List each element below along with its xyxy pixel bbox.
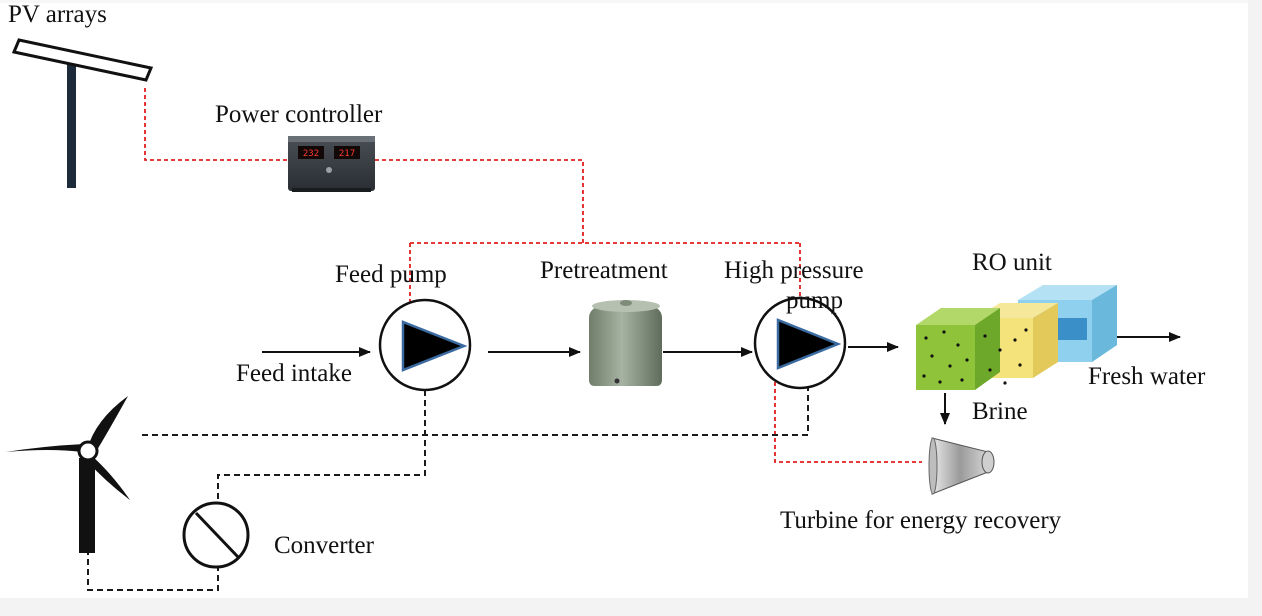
top-edge xyxy=(0,0,1262,3)
high-pressure-label: High pressure xyxy=(724,257,864,284)
signal-wiring xyxy=(87,380,809,591)
feed-intake-label: Feed intake xyxy=(236,360,352,387)
high-pressure-pump-icon xyxy=(753,296,847,390)
turbine-label: Turbine for energy recovery xyxy=(780,507,1062,534)
power-controller-label: Power controller xyxy=(215,101,383,128)
controller-display-right: 217 xyxy=(339,149,355,159)
pretreatment-label: Pretreatment xyxy=(540,257,668,284)
feed-pump-icon xyxy=(378,298,472,392)
controller-display-left: 232 xyxy=(303,149,319,159)
pv-panel-icon xyxy=(11,38,154,188)
converter-label: Converter xyxy=(274,532,374,559)
ro-unit-label: RO unit xyxy=(972,249,1052,276)
ro-unit-icon xyxy=(916,285,1117,390)
bottom-edge xyxy=(0,598,1262,616)
flow-arrows xyxy=(262,332,1181,425)
pretreatment-tank-icon xyxy=(589,300,662,386)
pump-label: pump xyxy=(786,287,843,314)
power-controller-icon: 232 217 xyxy=(288,136,375,192)
pv-arrays-label: PV arrays xyxy=(8,1,107,28)
fresh-water-label: Fresh water xyxy=(1088,363,1206,390)
converter-icon xyxy=(182,501,250,569)
right-edge xyxy=(1248,0,1262,616)
feed-pump-label: Feed pump xyxy=(335,261,447,288)
wind-turbine-icon xyxy=(6,396,130,553)
brine-label: Brine xyxy=(972,398,1028,425)
turbine-icon xyxy=(928,437,995,495)
